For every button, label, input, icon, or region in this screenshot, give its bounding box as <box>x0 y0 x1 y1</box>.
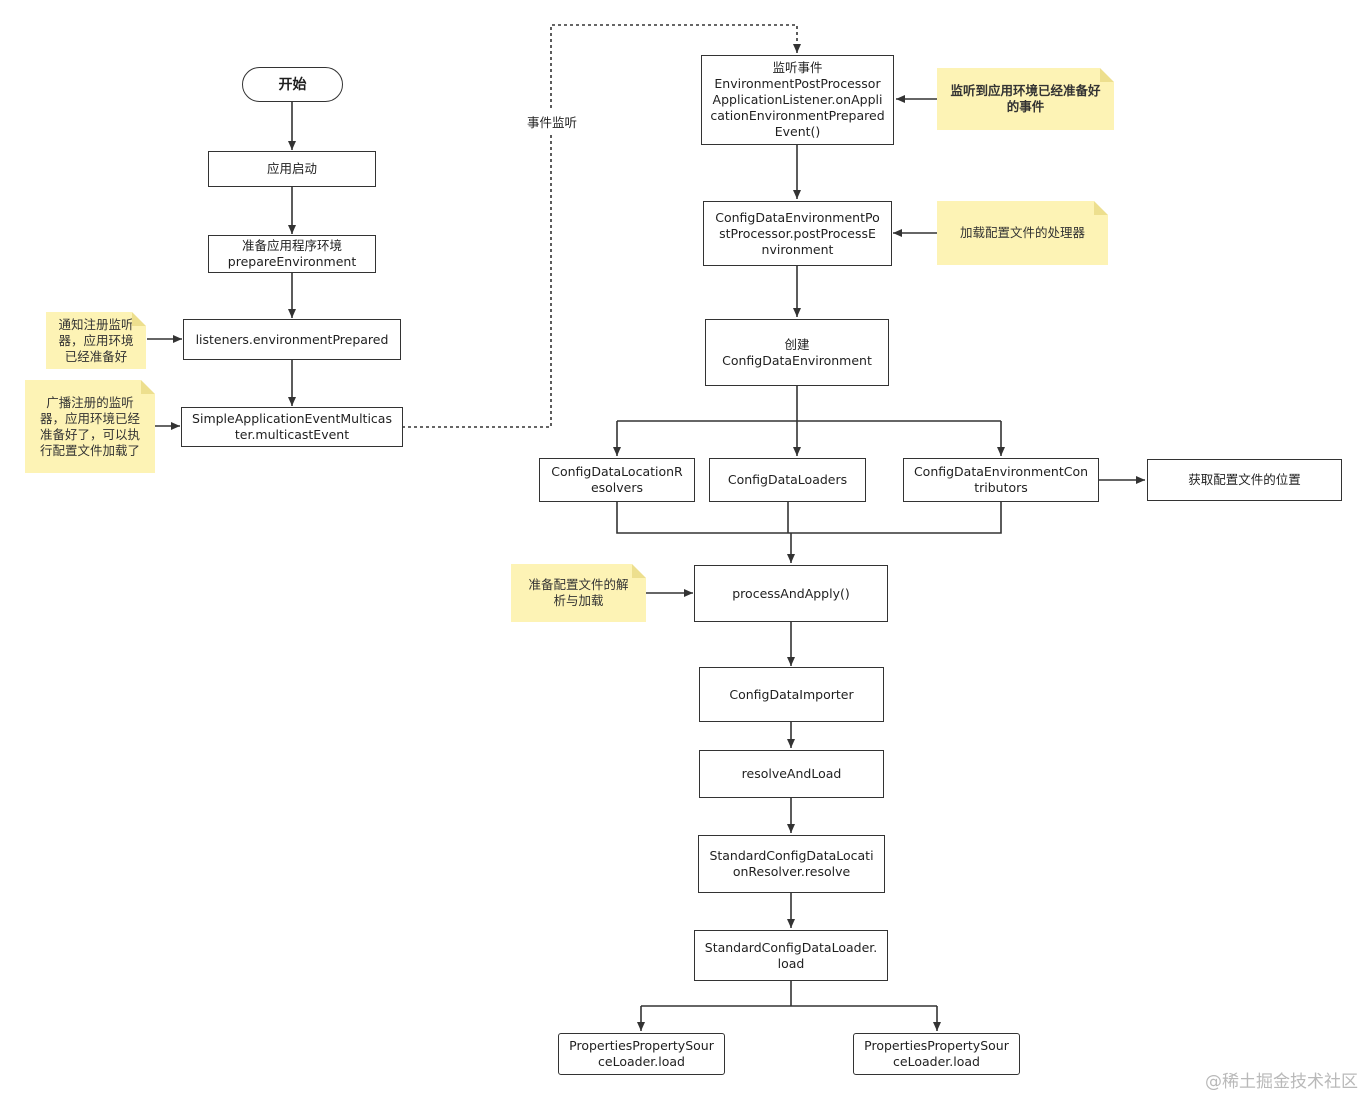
get-location-node: 获取配置文件的位置 <box>1147 459 1342 501</box>
loaders-node: ConfigDataLoaders <box>709 458 866 502</box>
start-node: 开始 <box>242 67 343 102</box>
props-loader-right-node: PropertiesPropertySour ceLoader.load <box>853 1033 1020 1075</box>
edge-event-listen-dashed <box>402 24 801 428</box>
contributors-node: ConfigDataEnvironmentCon tributors <box>903 458 1099 502</box>
note-load-processor: 加载配置文件的处理器 <box>937 201 1108 265</box>
note-broadcast: 广播注册的监听 器，应用环境已经 准备好了，可以执 行配置文件加载了 <box>25 380 155 473</box>
app-start-node: 应用启动 <box>208 151 376 187</box>
prepare-environment-node: 准备应用程序环境 prepareEnvironment <box>208 235 376 273</box>
resolve-and-load-node: resolveAndLoad <box>699 750 884 798</box>
note-notify-listeners: 通知注册监听 器，应用环境 已经准备好 <box>46 312 146 369</box>
multicaster-node: SimpleApplicationEventMulticas ter.multi… <box>181 407 403 447</box>
config-data-importer-node: ConfigDataImporter <box>699 667 884 722</box>
std-data-loader-node: StandardConfigDataLoader. load <box>694 930 888 981</box>
post-processor-node: ConfigDataEnvironmentPo stProcessor.post… <box>703 201 892 266</box>
watermark: @稀土掘金技术社区 <box>1205 1072 1358 1092</box>
edge-label-event-listen: 事件监听 <box>525 111 580 132</box>
props-loader-left-node: PropertiesPropertySour ceLoader.load <box>558 1033 725 1075</box>
location-resolvers-node: ConfigDataLocationR esolvers <box>539 458 695 502</box>
listen-event-node: 监听事件 EnvironmentPostProcessor Applicatio… <box>701 55 894 145</box>
create-environment-node: 创建 ConfigDataEnvironment <box>705 319 889 386</box>
edge-fan-in <box>616 501 1002 534</box>
note-env-ready-event: 监听到应用环境已经准备好 的事件 <box>937 68 1114 130</box>
std-location-resolver-node: StandardConfigDataLocati onResolver.reso… <box>698 835 885 893</box>
note-prepare-parse: 准备配置文件的解 析与加载 <box>511 564 646 622</box>
listeners-environment-prepared-node: listeners.environmentPrepared <box>183 319 401 360</box>
process-and-apply-node: processAndApply() <box>694 565 888 622</box>
